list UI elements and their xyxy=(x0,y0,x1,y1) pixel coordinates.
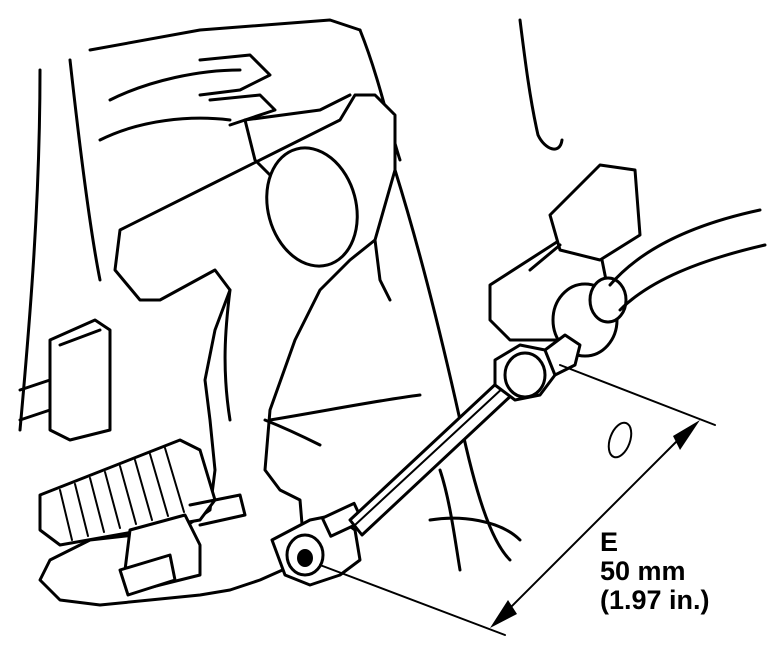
dimension-e xyxy=(319,364,716,636)
dimension-imperial: (1.97 in.) xyxy=(600,585,710,615)
dimension-letter: E xyxy=(600,527,619,557)
left-bracket xyxy=(18,318,112,442)
cable-clevis-lower xyxy=(270,501,365,587)
dimension-metric: 50 mm xyxy=(600,556,686,586)
dimension-callout: E 50 mm (1.97 in.) xyxy=(600,528,710,615)
cable-sheath xyxy=(608,208,767,312)
brake-light-switch xyxy=(38,438,247,597)
body-panel-lines xyxy=(18,18,564,572)
cable-upper-end xyxy=(488,163,642,402)
brake-pedal-arm xyxy=(38,93,397,607)
switch-threads xyxy=(59,447,185,541)
